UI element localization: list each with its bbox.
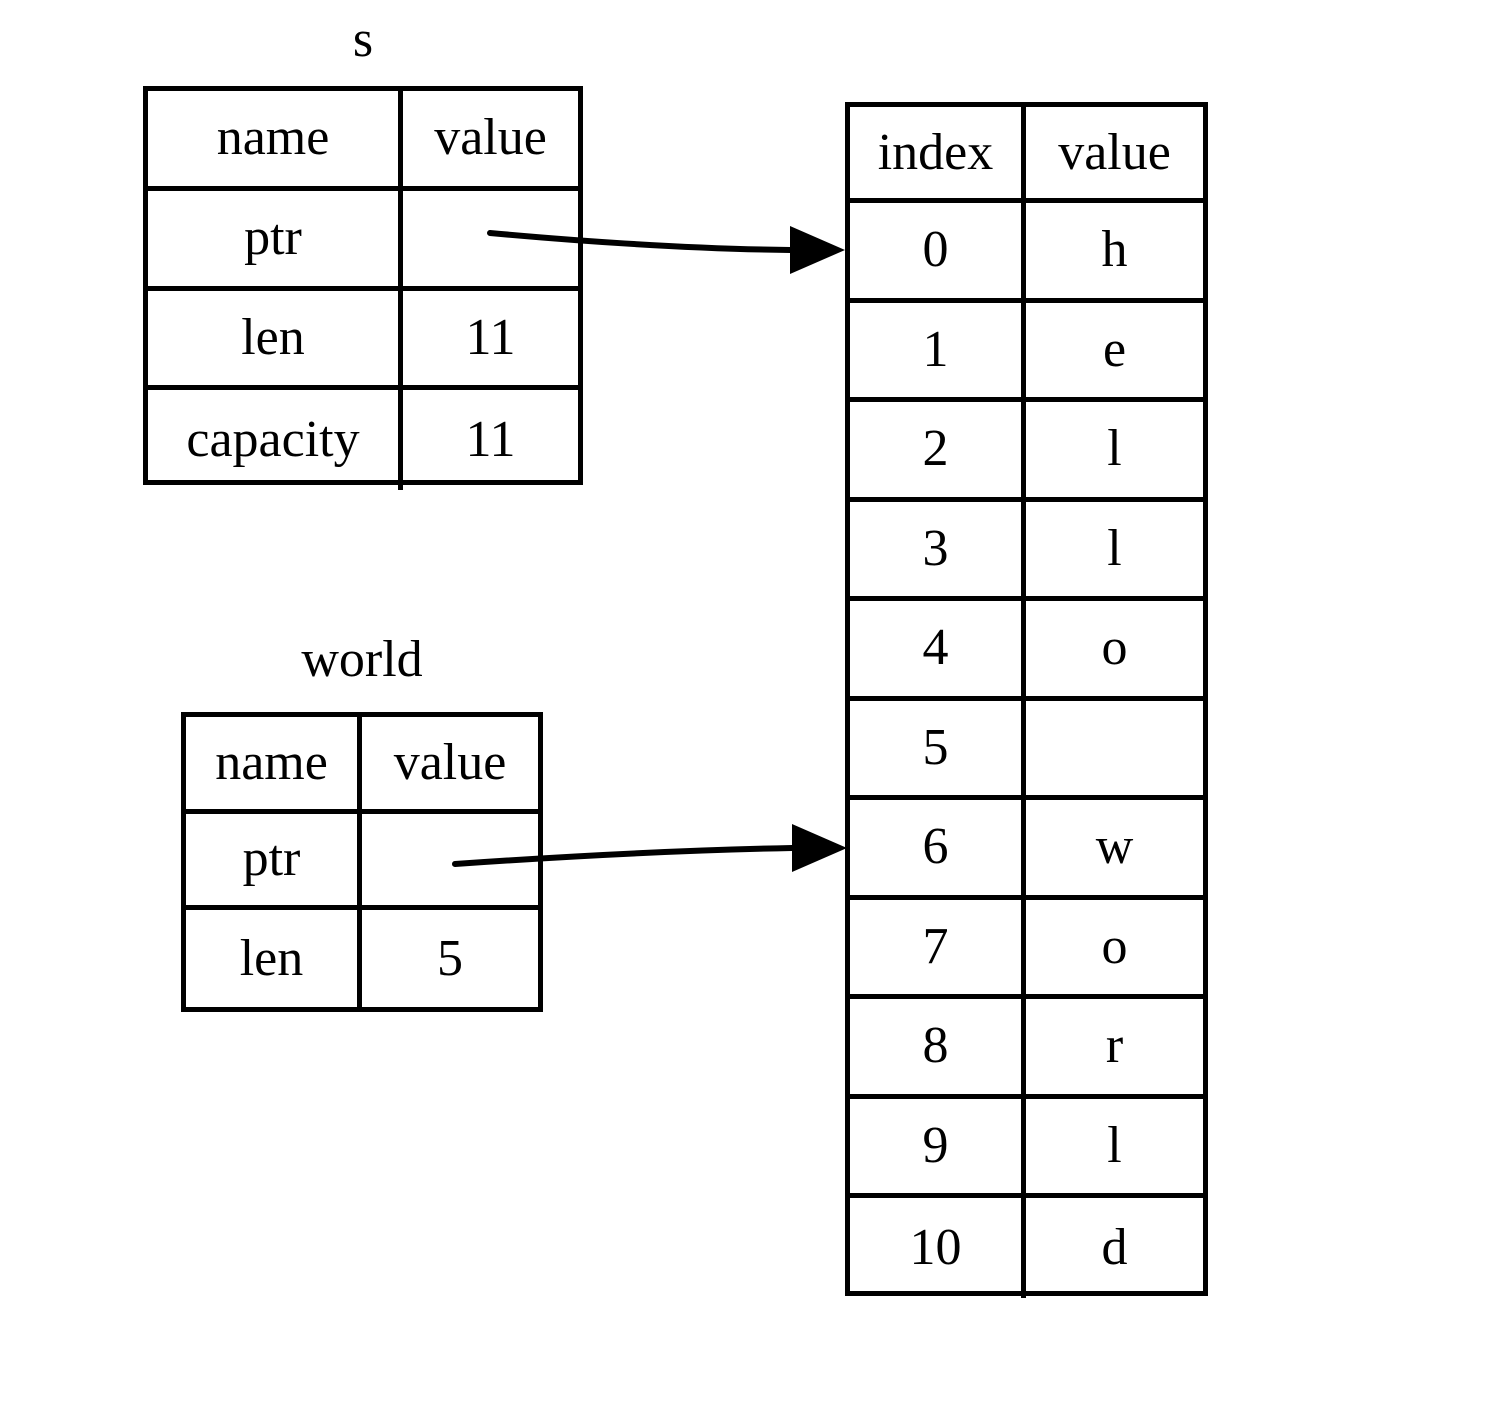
- header-name: name: [186, 717, 362, 809]
- field-name-ptr: ptr: [148, 190, 403, 286]
- header-index: index: [850, 107, 1026, 198]
- field-value-ptr: [403, 191, 578, 286]
- field-value-capacity: 11: [465, 411, 516, 469]
- field-value-len: 5: [437, 929, 463, 987]
- byte-index: 4: [850, 601, 1026, 696]
- table-row-capacity: capacity 11: [148, 390, 578, 490]
- byte-index: 3: [850, 501, 1026, 596]
- field-name-len: len: [148, 290, 403, 386]
- byte-value: l: [1107, 1116, 1122, 1174]
- table-row: 0 h: [850, 203, 1203, 303]
- byte-index: 0: [850, 203, 1026, 298]
- table-row-ptr: ptr: [148, 190, 578, 291]
- table-row: 2 l: [850, 402, 1203, 502]
- table-row: 1 e: [850, 302, 1203, 402]
- byte-value: e: [1102, 320, 1127, 378]
- field-name-len: len: [186, 910, 362, 1007]
- table-row: 6 w: [850, 800, 1203, 900]
- struct-world-label: world: [301, 631, 423, 688]
- struct-s-table: name value ptr len 11 capacity 11: [143, 86, 583, 490]
- byte-value: h: [1101, 221, 1128, 279]
- byte-value: l: [1107, 519, 1122, 577]
- table-row: 3 l: [850, 501, 1203, 601]
- byte-value: l: [1107, 420, 1122, 478]
- table-row-len: len 5: [186, 910, 538, 1007]
- table-row: 10 d: [850, 1198, 1203, 1298]
- byte-index: 6: [850, 800, 1026, 895]
- byte-value: w: [1095, 818, 1134, 876]
- header-value: value: [393, 733, 507, 791]
- table-header-row: name value: [186, 717, 538, 814]
- field-name-ptr: ptr: [186, 813, 362, 906]
- table-header-row: index value: [850, 107, 1203, 203]
- byte-value: o: [1101, 619, 1128, 677]
- field-name-capacity: capacity: [148, 390, 403, 490]
- table-row: 5: [850, 700, 1203, 800]
- byte-value: o: [1101, 917, 1128, 975]
- table-row: 9 l: [850, 1098, 1203, 1198]
- field-value-ptr: [362, 814, 538, 906]
- table-row-ptr: ptr: [186, 813, 538, 911]
- field-value-len: 11: [465, 308, 516, 366]
- byte-value: d: [1101, 1218, 1128, 1276]
- byte-index: 2: [850, 402, 1026, 497]
- byte-index: 8: [850, 999, 1026, 1094]
- header-name: name: [148, 91, 403, 186]
- table-row: 4 o: [850, 601, 1203, 701]
- table-row: 7 o: [850, 899, 1203, 999]
- table-row: 8 r: [850, 999, 1203, 1099]
- struct-world-table: name value ptr len 5: [181, 712, 543, 1012]
- byte-index: 10: [850, 1198, 1026, 1298]
- table-row-len: len 11: [148, 290, 578, 391]
- header-value: value: [1058, 123, 1171, 181]
- byte-index: 7: [850, 899, 1026, 994]
- byte-index: 1: [850, 302, 1026, 397]
- byte-array-table: index value 0 h 1 e 2 l 3 l 4 o 5 6 w: [845, 102, 1208, 1298]
- byte-value: r: [1105, 1017, 1124, 1075]
- byte-index: 9: [850, 1098, 1026, 1193]
- byte-index: 5: [850, 700, 1026, 795]
- struct-s-label: s: [352, 11, 374, 68]
- table-header-row: name value: [148, 91, 578, 191]
- byte-value: [1026, 701, 1203, 796]
- header-value: value: [434, 109, 547, 167]
